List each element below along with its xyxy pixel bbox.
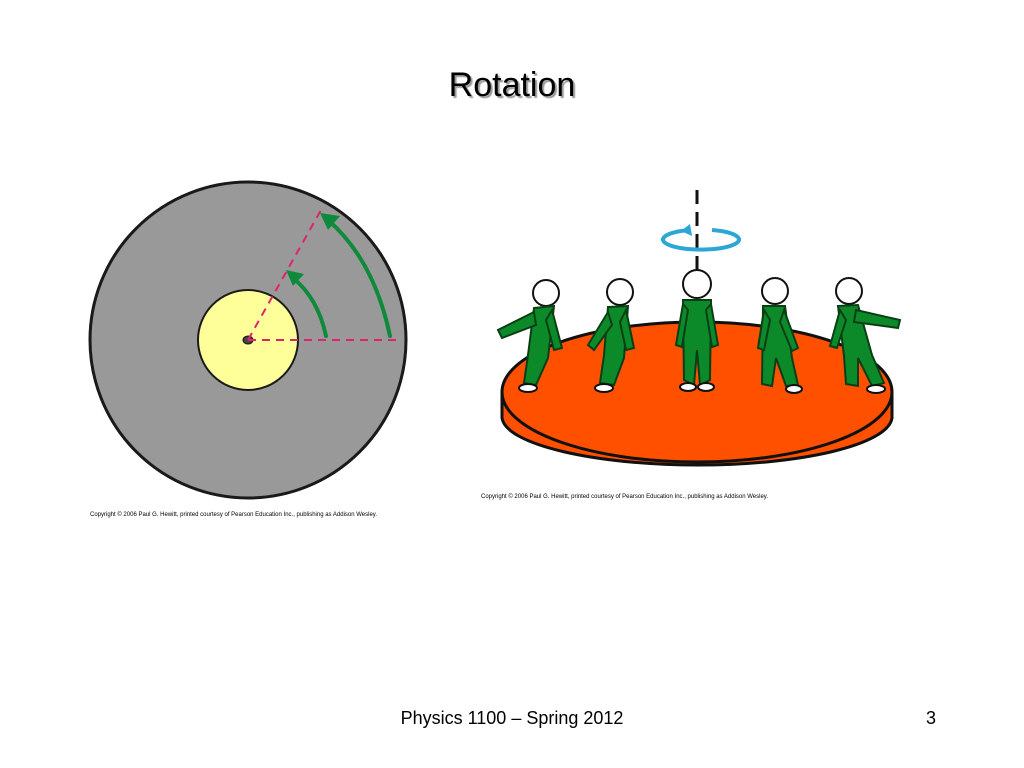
slide-title: Rotation [448,66,576,104]
rotating-disk-illustration [88,180,408,500]
person-5 [828,277,902,394]
person-3 [674,269,720,392]
copyright-left: Copyright © 2006 Paul G. Hewitt, printed… [90,512,378,518]
footer-course: Physics 1100 – Spring 2012 [400,708,624,728]
arrow-head-inner [286,270,304,286]
page-number: 3 [926,708,937,728]
rotating-platform-illustration [496,190,902,467]
radius-lines [247,209,402,341]
arrow-head-outer [320,213,340,230]
copyright-right: Copyright © 2006 Paul G. Hewitt, printed… [481,494,769,500]
platform [500,320,894,467]
person-2 [586,278,636,393]
person-1 [496,279,564,393]
person-4 [756,277,803,394]
spin-arrow-icon [661,228,741,252]
people-figures [496,269,902,394]
